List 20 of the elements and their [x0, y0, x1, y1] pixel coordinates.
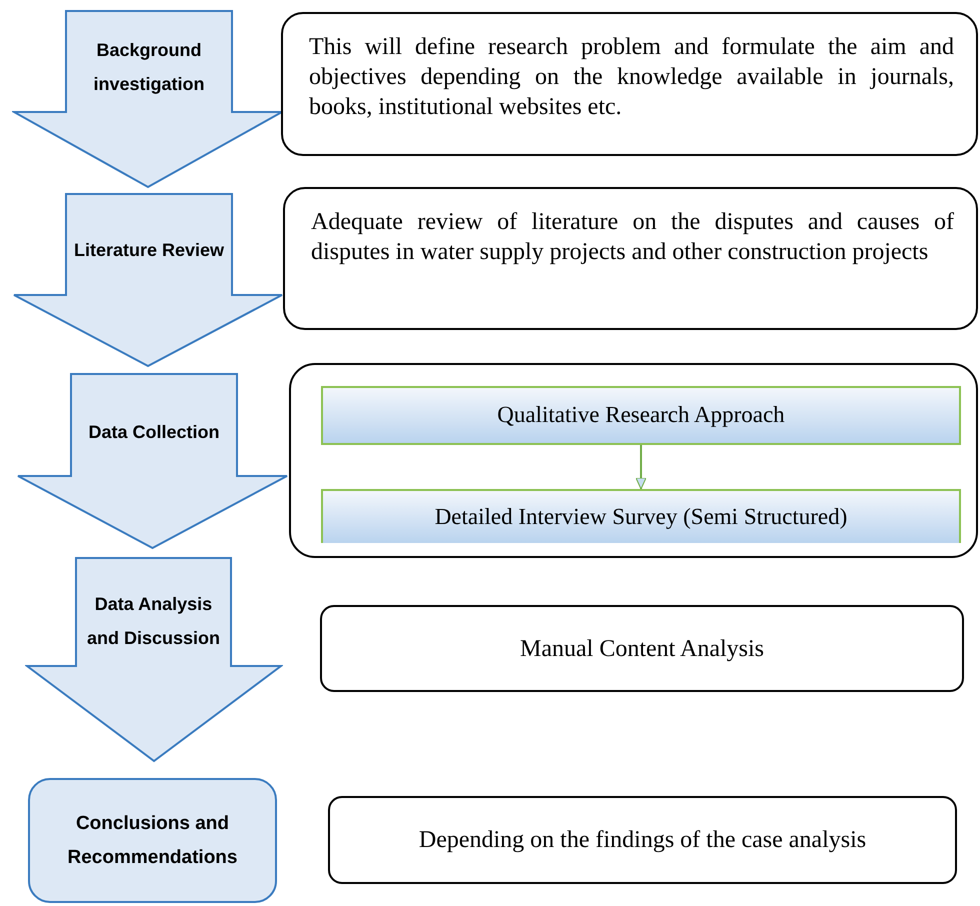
description-box — [320, 605, 964, 692]
step-label: Data Analysis and Discussion — [86, 593, 222, 650]
description-text: Adequate review of literature on the disputes and causes of disputes in water supply projects and other construction projects — [311, 208, 954, 267]
method-box — [321, 489, 961, 543]
description-box — [283, 187, 978, 330]
description-box — [281, 12, 978, 156]
description-text: This will define research problem and formulate the aim and objectives depending on the knowledge available in journals, books, institutional websites etc. — [309, 33, 954, 122]
method-box — [321, 386, 961, 445]
description-text: Manual Content Analysis — [520, 634, 764, 664]
group-box — [289, 363, 978, 558]
arrow — [636, 445, 646, 490]
rounded-step-box — [28, 778, 277, 903]
method-label: Detailed Interview Survey (Semi Structured) — [434, 502, 848, 531]
step-label: Conclusions and Recommendations — [66, 812, 238, 870]
method-label: Qualitative Research Approach — [497, 401, 785, 430]
step-label: Data Collection — [88, 421, 220, 444]
description-text: Depending on the findings of the case analysis — [418, 826, 866, 855]
step-label: Literature Review — [74, 239, 224, 262]
step-label: Background investigation — [92, 39, 206, 96]
description-box — [328, 796, 957, 884]
